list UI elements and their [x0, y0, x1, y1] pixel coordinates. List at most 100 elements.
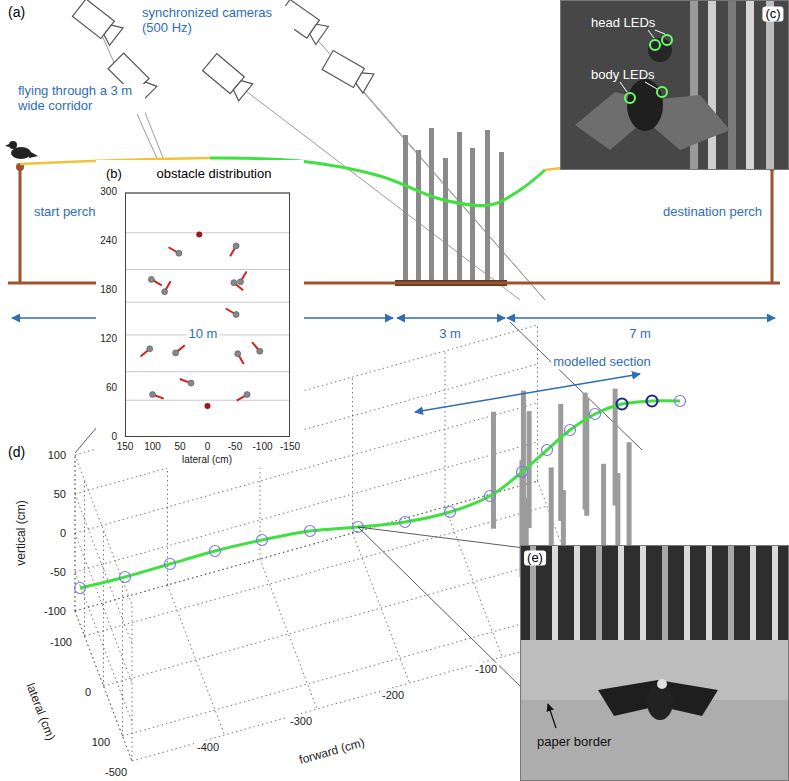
photo-pole [750, 545, 756, 640]
dimension-label: 10 m [187, 327, 220, 342]
dimension-arrow [507, 317, 775, 319]
axis-title: vertical (cm) [15, 498, 29, 567]
grid-line [260, 559, 317, 709]
tick-label: -150 [278, 441, 302, 453]
pigeon-beak [5, 144, 9, 147]
obstacle-pole [583, 393, 588, 510]
obstacle-dot [238, 279, 244, 285]
perch-label: destination perch [661, 205, 764, 220]
dimension-arrow [397, 317, 505, 319]
section-label: modelled section [551, 355, 653, 370]
photo-pole [684, 545, 690, 640]
row-line [125, 371, 290, 372]
tick-label: 0 [203, 441, 213, 453]
photo-pole [596, 545, 602, 640]
tick-label: -100 [250, 441, 274, 453]
tick-label: 240 [98, 235, 119, 247]
tick-label: 60 [104, 382, 119, 394]
tick-label: -200 [380, 689, 406, 702]
camera-label: synchronized cameras (500 Hz) [140, 6, 294, 36]
obstacle-pole [491, 412, 496, 529]
photo-pole [574, 545, 580, 640]
sample-point [400, 517, 411, 528]
row-line [125, 302, 290, 303]
tick-label: 100 [90, 736, 112, 749]
sample-point [210, 546, 221, 557]
leader-line [620, 82, 627, 92]
panel-letter: (c) [762, 7, 783, 22]
photo-pole [772, 545, 778, 640]
pigeon-head [657, 679, 667, 689]
grid-line [103, 530, 104, 686]
tick-label: 0 [58, 527, 68, 540]
tick-label: -400 [195, 741, 221, 754]
sample-point [485, 491, 496, 502]
grid-line [122, 580, 123, 736]
tick-label: -300 [288, 715, 314, 728]
tick-label: 0 [83, 686, 93, 699]
grid-line [85, 506, 548, 636]
sample-point [305, 526, 316, 537]
paper-sheet [520, 640, 789, 781]
led-marker [625, 93, 635, 103]
sample-point [120, 572, 131, 583]
sample-point [542, 445, 553, 456]
dimension-label: 3 m [437, 327, 463, 342]
photo-dark [520, 545, 789, 640]
photo-ground [520, 545, 789, 781]
inset-ground [96, 160, 304, 468]
leader-line [655, 30, 665, 34]
section-arrow [415, 374, 640, 412]
grid-line [75, 481, 538, 611]
camera-lens [353, 68, 374, 93]
photo-pole [706, 545, 712, 640]
photo-pole [662, 545, 668, 640]
camera-view-line [300, 20, 545, 300]
grid-line [132, 605, 133, 761]
pigeon-head [9, 141, 17, 149]
row-line [125, 232, 290, 233]
photo-pole [708, 0, 716, 170]
pigeon-tail [29, 151, 38, 158]
callout-label: head LEDs [591, 16, 655, 31]
camera-icon [203, 54, 253, 101]
grid-line [84, 480, 85, 636]
leader-line [648, 30, 654, 38]
pigeon-head [648, 38, 672, 62]
axis-title: lateral (cm) [180, 454, 234, 466]
grid-line [104, 556, 567, 686]
obstacle-pole [521, 391, 526, 508]
tick-label: 120 [98, 333, 119, 345]
obstacle-dot [244, 392, 250, 398]
row-line [125, 400, 290, 401]
pigeon-body [647, 684, 673, 720]
perch-label: start perch [32, 205, 97, 220]
sample-point [590, 409, 601, 420]
row-line [125, 269, 290, 270]
photo-panel: (c) head LEDs body LEDs [560, 0, 789, 170]
corridor-note: flying through a 3 m wide corridor [16, 84, 145, 114]
obstacle-dot [148, 276, 154, 282]
obstacle-pole [443, 158, 448, 281]
tick-label: 50 [52, 488, 68, 501]
led-photo [560, 0, 789, 170]
obstacle-dot [235, 351, 241, 357]
obstacle-dot [173, 350, 179, 356]
panel-letter: (d) [6, 444, 27, 460]
dimension-label: 7 m [627, 327, 653, 342]
tick-label: -50 [226, 441, 244, 453]
camera-icon [72, 0, 123, 45]
obstacle-map [96, 160, 304, 468]
obstacle-pole [499, 152, 504, 281]
grid-line [445, 507, 502, 657]
callout-label: body LEDs [591, 68, 655, 83]
photo-pole [552, 545, 558, 640]
obstacle-pole [429, 128, 434, 281]
inset-plot: (b)obstacle distribution [125, 192, 290, 437]
photo-pole [728, 0, 736, 170]
tick-label: 100 [46, 449, 68, 462]
obstacle-dot [147, 346, 153, 352]
sample-point [165, 559, 176, 570]
tick-label: -50 [48, 566, 68, 579]
